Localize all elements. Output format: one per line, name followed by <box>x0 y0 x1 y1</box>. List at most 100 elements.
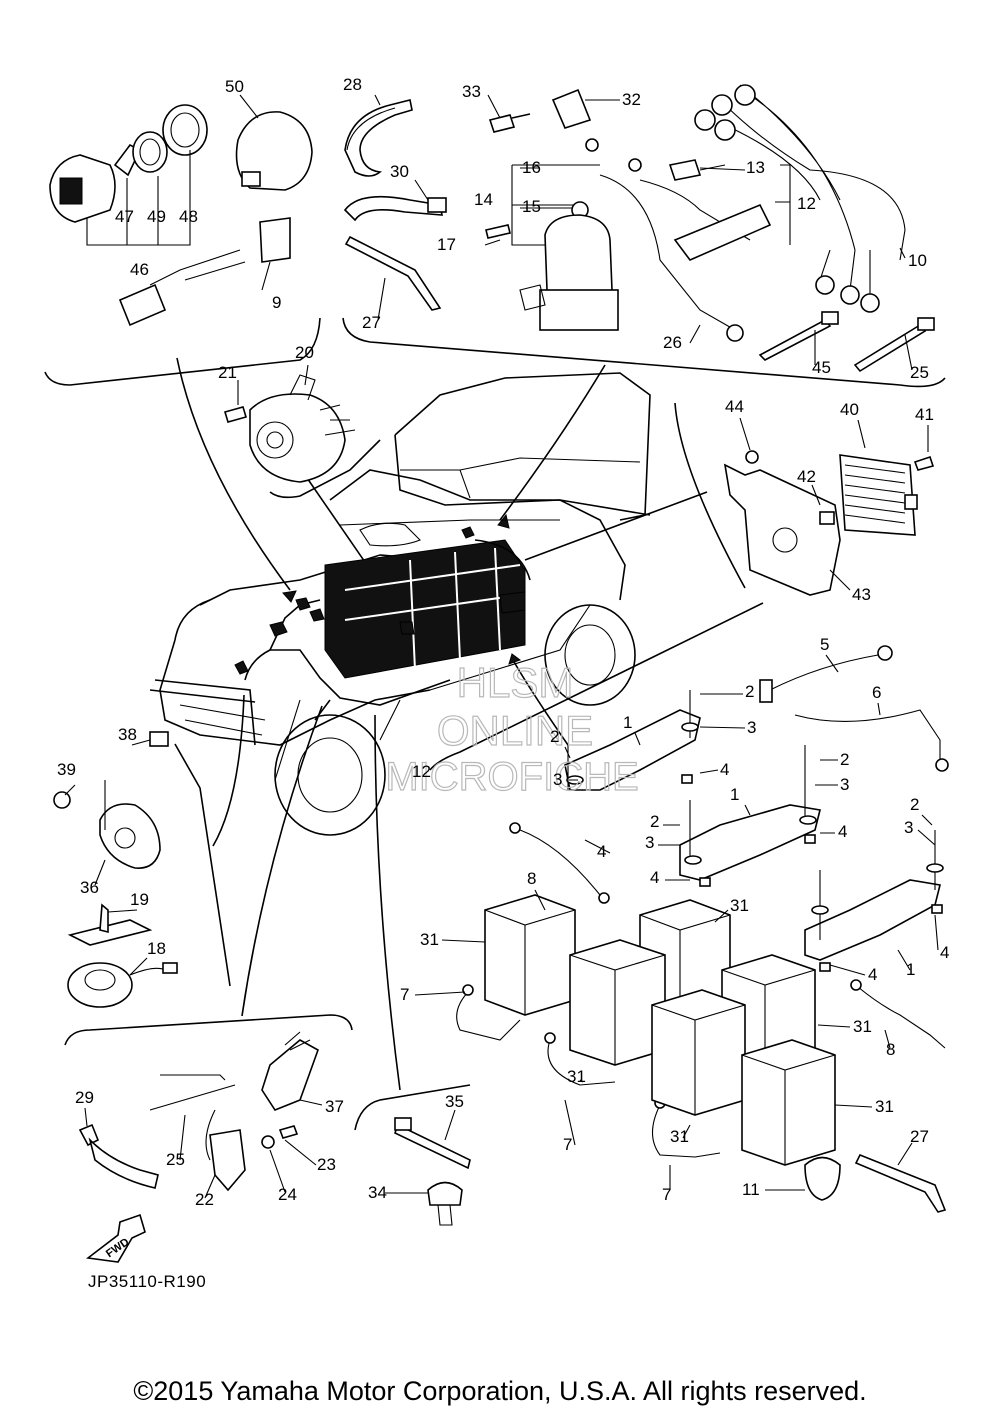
callout-4-d: 4 <box>650 868 659 887</box>
callout-17: 17 <box>437 235 456 254</box>
callout-3-e: 3 <box>645 833 654 852</box>
callout-45: 45 <box>812 358 831 377</box>
callout-3-b: 3 <box>553 770 562 789</box>
callout-4-c: 4 <box>597 842 606 861</box>
callout-numbers: 50 47 49 48 46 9 28 33 32 30 16 13 14 15… <box>57 75 949 1209</box>
callout-3-c: 3 <box>840 775 849 794</box>
callout-2-e: 2 <box>650 812 659 831</box>
watermark-line-2: ONLINE <box>437 707 593 754</box>
callout-4-e: 4 <box>940 943 949 962</box>
callout-10: 10 <box>908 251 927 270</box>
callout-7-b: 7 <box>563 1135 572 1154</box>
battery-6 <box>741 1039 836 1166</box>
callout-2-c: 2 <box>840 750 849 769</box>
callout-12-top: 12 <box>797 194 816 213</box>
callout-1-a: 1 <box>623 713 632 732</box>
charger-receptacle-bracket <box>723 450 935 596</box>
callout-26: 26 <box>663 333 682 352</box>
callout-50: 50 <box>225 77 244 96</box>
callout-9: 9 <box>272 293 281 312</box>
callout-12-mid: 12 <box>412 762 431 781</box>
callout-25-bottom: 25 <box>166 1150 185 1169</box>
callout-36: 36 <box>80 878 99 897</box>
callout-4-b: 4 <box>838 822 847 841</box>
callout-21: 21 <box>218 363 237 382</box>
callout-leaders <box>64 94 939 1199</box>
callout-31-e: 31 <box>670 1127 689 1146</box>
callout-27-bottom: 27 <box>910 1127 929 1146</box>
watermark-line-1: HLSM <box>457 659 574 706</box>
callout-31-f: 31 <box>875 1097 894 1116</box>
callout-19: 19 <box>130 890 149 909</box>
callout-3-a: 3 <box>747 718 756 737</box>
callout-23: 23 <box>317 1155 336 1174</box>
main-wire-harness <box>234 526 531 721</box>
key-switch-assembly <box>49 104 313 327</box>
callout-4-f: 4 <box>868 965 877 984</box>
callout-4-a: 4 <box>720 760 729 779</box>
callout-8-a: 8 <box>527 869 536 888</box>
callout-37: 37 <box>325 1097 344 1116</box>
callout-47: 47 <box>115 207 134 226</box>
battery-hold-down-brackets <box>564 690 944 972</box>
callout-31-c: 31 <box>853 1017 872 1036</box>
speed-sensor-assembly <box>223 374 356 483</box>
callout-49: 49 <box>147 207 166 226</box>
callout-41: 41 <box>915 405 934 424</box>
callout-40: 40 <box>840 400 859 419</box>
callout-27-top: 27 <box>362 313 381 332</box>
callout-7-a: 7 <box>400 985 409 1004</box>
battery-1 <box>484 894 576 1016</box>
callout-6: 6 <box>872 683 881 702</box>
callout-30: 30 <box>390 162 409 181</box>
callout-43: 43 <box>852 585 871 604</box>
callout-15: 15 <box>522 197 541 216</box>
pedal-switch-assembly <box>78 1031 319 1192</box>
callout-20: 20 <box>295 343 314 362</box>
callout-18: 18 <box>147 939 166 958</box>
callout-38: 38 <box>118 725 137 744</box>
callout-25-top: 25 <box>910 363 929 382</box>
callout-3-d: 3 <box>904 818 913 837</box>
reverse-buzzer-assembly <box>67 903 178 1008</box>
callout-7-c: 7 <box>662 1185 671 1204</box>
callout-31-b: 31 <box>730 896 749 915</box>
callout-31-a: 31 <box>420 930 439 949</box>
battery-3 <box>569 939 666 1066</box>
fwd-arrow: FWD <box>85 1213 146 1263</box>
group-bracket-lines <box>44 317 946 1131</box>
callout-33: 33 <box>462 82 481 101</box>
callout-48: 48 <box>179 207 198 226</box>
callout-13: 13 <box>746 158 765 177</box>
callout-29: 29 <box>75 1088 94 1107</box>
battery-bank-shading <box>324 539 526 679</box>
callout-46: 46 <box>130 260 149 279</box>
callout-35: 35 <box>445 1092 464 1111</box>
callout-32: 32 <box>622 90 641 109</box>
callout-14: 14 <box>474 190 493 209</box>
battery-5 <box>651 989 746 1116</box>
solenoid-and-ties <box>343 84 935 373</box>
diagram-code: JP35110-R190 <box>88 1272 207 1291</box>
callout-2-b: 2 <box>550 727 559 746</box>
callout-42: 42 <box>797 467 816 486</box>
callout-11: 11 <box>742 1180 760 1199</box>
batteries <box>484 894 836 1166</box>
callout-22: 22 <box>195 1190 214 1209</box>
callout-39: 39 <box>57 760 76 779</box>
callout-28: 28 <box>343 75 362 94</box>
battery-cables <box>456 645 949 1158</box>
callout-5: 5 <box>820 635 829 654</box>
callout-34: 34 <box>368 1183 387 1202</box>
watermark: HLSM ONLINE MICROFICHE <box>385 658 640 799</box>
copyright-notice: ©2015 Yamaha Motor Corporation, U.S.A. A… <box>133 1376 867 1406</box>
callout-1-b: 1 <box>730 785 739 804</box>
callout-44: 44 <box>725 397 744 416</box>
watermark-line-3: MICROFICHE <box>385 755 638 799</box>
callout-8-b: 8 <box>886 1040 895 1059</box>
callout-2-a: 2 <box>745 682 754 701</box>
cable-tie-and-clip <box>393 1117 947 1226</box>
callout-24: 24 <box>278 1185 297 1204</box>
callout-31-d: 31 <box>567 1067 586 1086</box>
